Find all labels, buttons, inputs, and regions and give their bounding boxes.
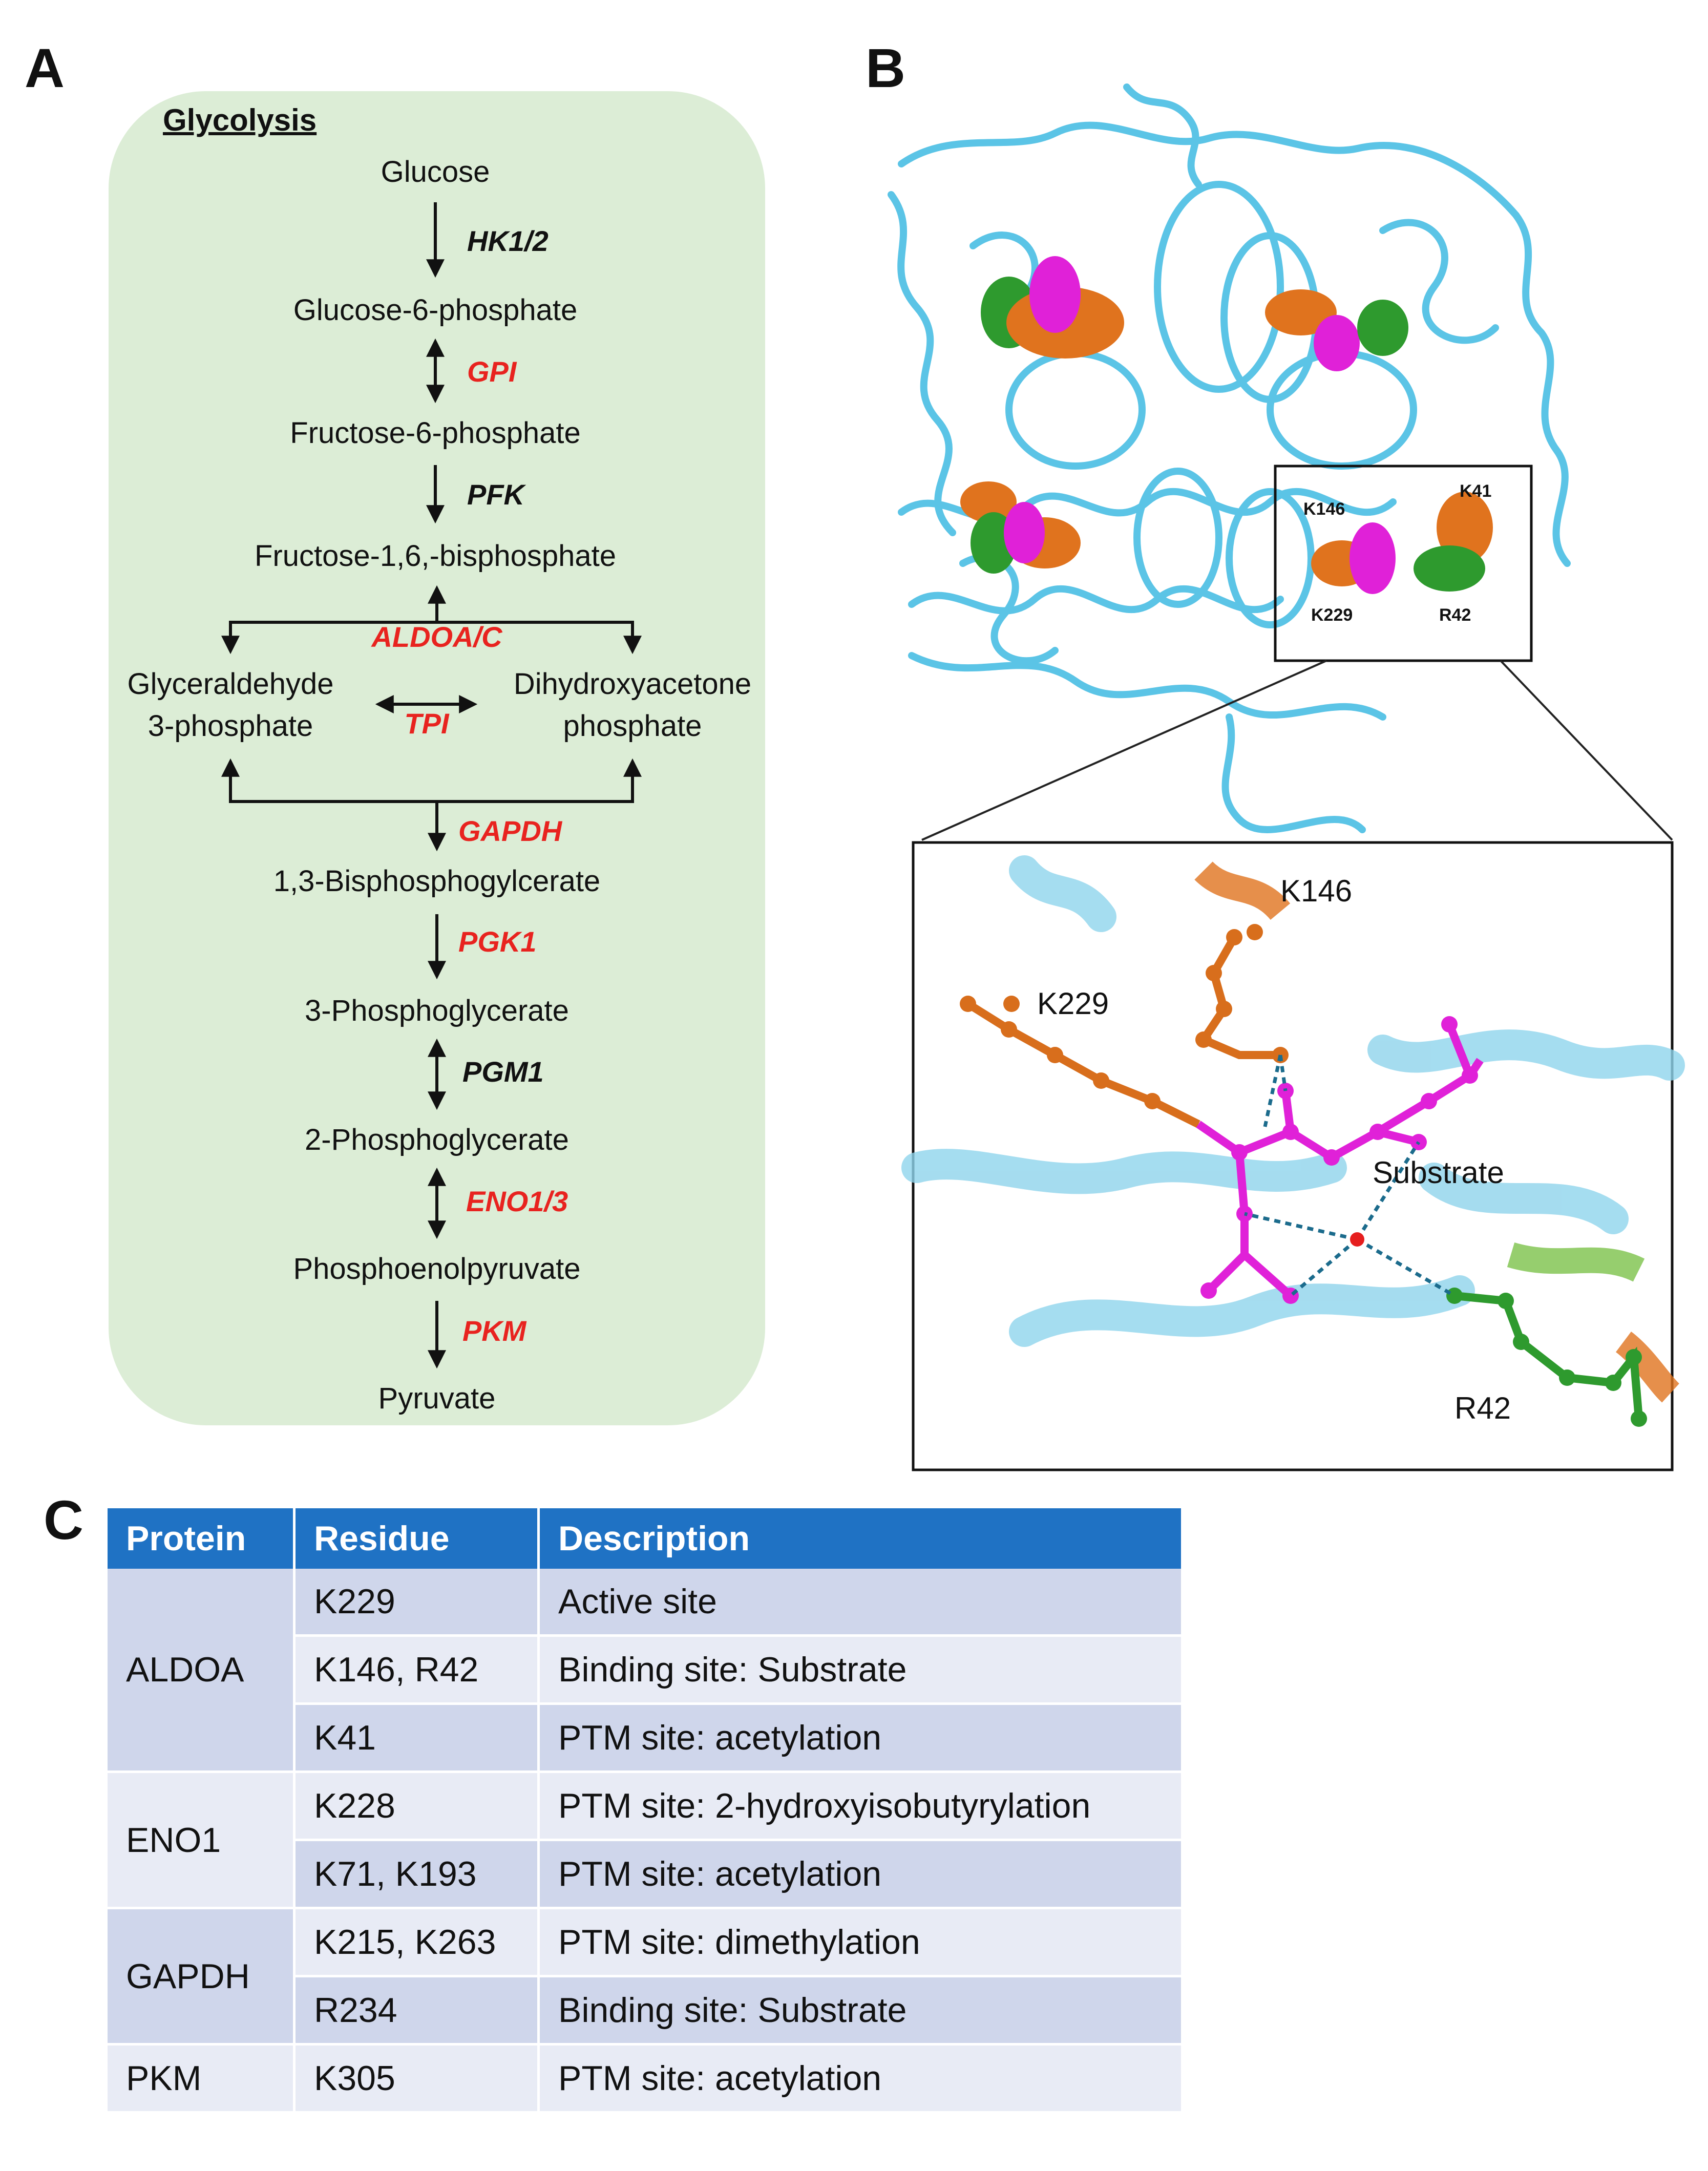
residue-table: Protein Residue Description ALDOA K229 A… <box>108 1508 1184 2114</box>
metabolite-fructose-6-phosphate: Fructose-6-phosphate <box>290 416 580 450</box>
enzyme-pkm: PKM <box>462 1315 527 1347</box>
metabolite-dihydroxyacetone-line1: Dihydroxyacetone <box>514 667 751 701</box>
residue-cell: K215, K263 <box>294 1908 540 1977</box>
residue-cell: K41 <box>294 1703 540 1773</box>
protein-ribbon-overview <box>888 83 1571 833</box>
enzyme-tpi: TPI <box>404 707 450 740</box>
zoom-region-box <box>1274 465 1533 662</box>
description-cell: PTM site: acetylation <box>538 2044 1184 2114</box>
metabolite-pyruvate: Pyruvate <box>378 1382 496 1415</box>
overview-label-k229: K229 <box>1311 605 1353 625</box>
protein-cell: ALDOA <box>108 1569 296 1773</box>
metabolite-glucose: Glucose <box>381 155 490 188</box>
hydrogen-bonds <box>1244 1055 1456 1298</box>
zoom-inset: K146 K229 Substrate R42 <box>901 841 1685 1471</box>
aldoa-structure-figure: K146 K41 K229 R42 <box>888 83 1685 1471</box>
table-row: ENO1 K228 PTM site: 2-hydroxyisobutyryla… <box>108 1772 1184 1909</box>
protein-cell: GAPDH <box>108 1908 296 2046</box>
description-cell: Binding site: Substrate <box>538 1976 1184 2046</box>
residue-cell: K305 <box>294 2044 540 2114</box>
header-protein: Protein <box>108 1508 296 1569</box>
panel-label-b: B <box>866 37 905 99</box>
zoom-label-k229: K229 <box>1037 986 1109 1021</box>
description-cell: PTM site: acetylation <box>538 1840 1184 1909</box>
panel-label-a: A <box>25 37 65 99</box>
enzyme-pgk1: PGK1 <box>458 925 537 958</box>
residue-cell: K71, K193 <box>294 1840 540 1909</box>
table-row: PKM K305 PTM site: acetylation <box>108 2044 1184 2114</box>
residue-cell: K228 <box>294 1772 540 1841</box>
header-residue: Residue <box>294 1508 540 1569</box>
description-cell: PTM site: 2-hydroxyisobutyrylation <box>538 1772 1184 1841</box>
overview-label-r42: R42 <box>1439 605 1471 625</box>
enzyme-aldoa: ALDOA/C <box>370 621 503 653</box>
metabolite-glyceraldehyde-line2: 3-phosphate <box>148 709 313 743</box>
zoom-ribbon <box>901 855 1685 1347</box>
enzyme-gpi: GPI <box>467 355 517 388</box>
table-row: GAPDH K215, K263 PTM site: dimethylation <box>108 1908 1184 2046</box>
residue-cell: R234 <box>294 1976 540 2046</box>
zoom-label-substrate: Substrate <box>1373 1155 1504 1190</box>
table-row: K146, R42 Binding site: Substrate <box>108 1635 1184 1705</box>
enzyme-gapdh: GAPDH <box>458 815 563 847</box>
header-description: Description <box>538 1508 1184 1569</box>
table-row: ALDOA K229 Active site <box>108 1569 1184 1773</box>
enzyme-eno: ENO1/3 <box>466 1185 568 1217</box>
enzyme-pfk: PFK <box>467 478 526 511</box>
metabolite-3-phosphoglycerate: 3-Phosphoglycerate <box>305 994 569 1027</box>
protein-cell: ENO1 <box>108 1772 296 1909</box>
panel-label-c: C <box>44 1489 83 1551</box>
description-cell: PTM site: acetylation <box>538 1703 1184 1773</box>
water-molecule <box>1350 1232 1364 1247</box>
protein-cell: PKM <box>108 2044 296 2114</box>
zoom-connector-right <box>1500 660 1673 841</box>
glycolysis-pathway-diagram: Glycolysis Glucose Glucose-6-phosphate F… <box>109 91 765 1425</box>
table-row: K41 PTM site: acetylation <box>108 1703 1184 1773</box>
enzyme-pgm1: PGM1 <box>462 1056 544 1088</box>
residue-cell: K146, R42 <box>294 1635 540 1705</box>
metabolite-dihydroxyacetone-line2: phosphate <box>563 709 702 743</box>
metabolite-13-bisphosphoglycerate: 1,3-Bisphosphogylcerate <box>273 865 600 898</box>
table-row: R234 Binding site: Substrate <box>108 1976 1184 2046</box>
zoom-label-r42: R42 <box>1454 1391 1511 1425</box>
enzyme-hk: HK1/2 <box>467 225 549 257</box>
overview-label-k146: K146 <box>1303 499 1345 519</box>
description-cell: Active site <box>538 1569 1184 1637</box>
residue-cell: K229 <box>294 1569 540 1637</box>
table-header-row: Protein Residue Description <box>108 1508 1184 1569</box>
metabolite-glucose-6-phosphate: Glucose-6-phosphate <box>293 293 578 327</box>
metabolite-2-phosphoglycerate: 2-Phosphoglycerate <box>305 1123 569 1156</box>
description-cell: PTM site: dimethylation <box>538 1908 1184 1977</box>
overview-label-k41: K41 <box>1460 481 1491 501</box>
protein-surface-patches <box>960 256 1493 594</box>
metabolite-phosphoenolpyruvate: Phosphoenolpyruvate <box>293 1252 580 1285</box>
description-cell: Binding site: Substrate <box>538 1635 1184 1705</box>
zoom-label-k146: K146 <box>1280 874 1352 908</box>
zoom-connector-left <box>921 660 1327 841</box>
table-row: K71, K193 PTM site: acetylation <box>108 1840 1184 1909</box>
pathway-title: Glycolysis <box>163 103 317 137</box>
pathway-background <box>109 91 765 1425</box>
metabolite-fructose-bisphosphate: Fructose-1,6,-bisphosphate <box>255 539 616 573</box>
metabolite-glyceraldehyde-line1: Glyceraldehyde <box>128 667 334 701</box>
